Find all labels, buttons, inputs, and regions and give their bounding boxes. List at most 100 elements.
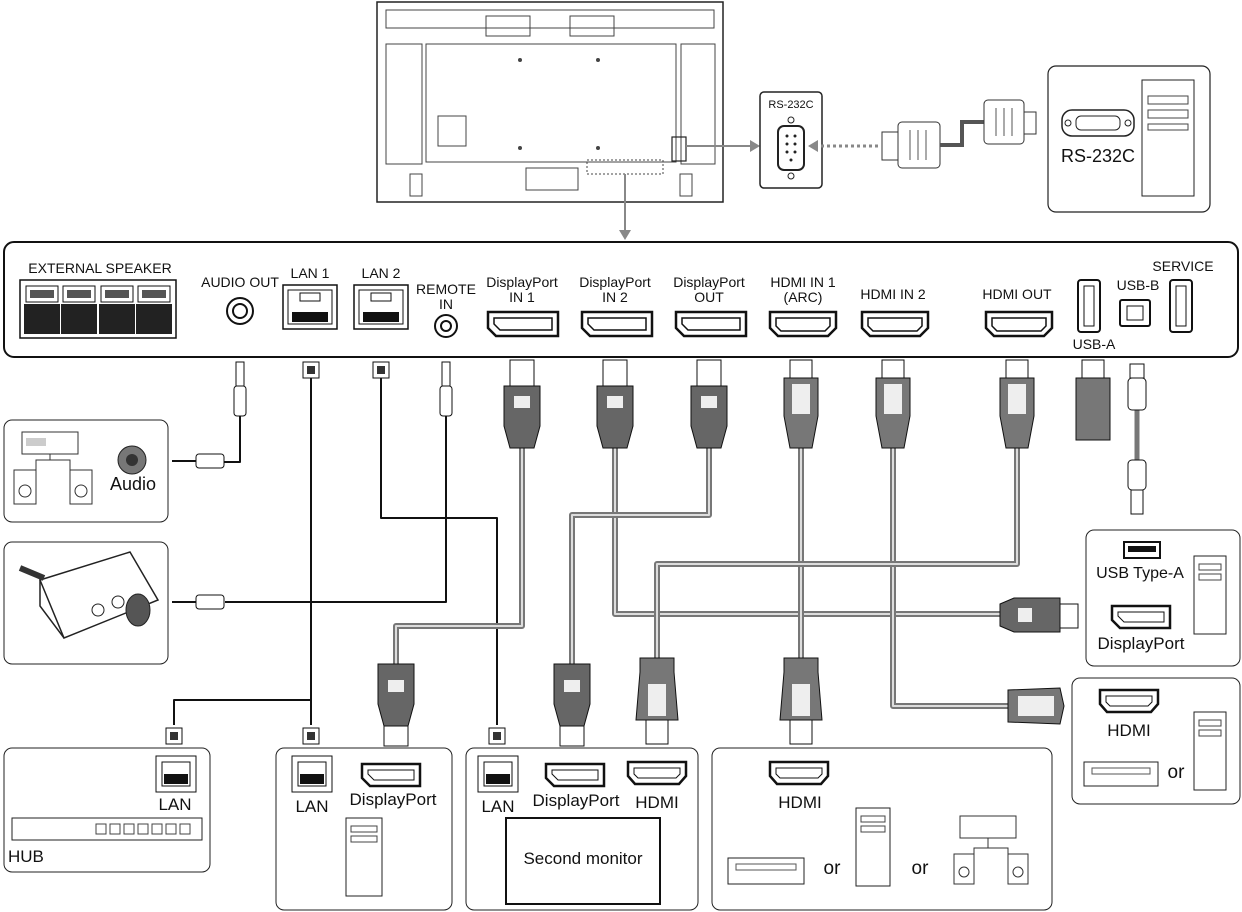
lan2-plug-icon bbox=[372, 361, 390, 379]
remote-in-cable bbox=[225, 415, 447, 603]
label-audio-out: AUDIO OUT bbox=[201, 274, 279, 290]
hdmi-source-player-icon bbox=[1083, 761, 1159, 787]
label-dp-out-line1: DisplayPort bbox=[673, 274, 745, 290]
hdmi-source-pc-tower-icon bbox=[1193, 711, 1227, 791]
audio-out-cable bbox=[224, 415, 241, 463]
audio-out-jack-icon bbox=[226, 297, 254, 325]
dp-in2-cable bbox=[612, 448, 1000, 617]
dp-out-cable bbox=[569, 448, 712, 664]
label-lan1: LAN 1 bbox=[291, 265, 330, 281]
label-remote-in-line1: REMOTE bbox=[416, 281, 476, 297]
label-dp-in2-line2: IN 2 bbox=[602, 289, 628, 305]
mon-hdmi-port-icon bbox=[626, 760, 688, 786]
lan1-plug-icon bbox=[302, 361, 320, 379]
remote-in-plug-icon bbox=[439, 361, 453, 417]
lan1-port-icon bbox=[282, 284, 338, 330]
pc1-dp-plug-icon bbox=[377, 663, 415, 747]
dp-out-port-icon bbox=[674, 310, 748, 338]
mon-dp-label: DisplayPort bbox=[533, 791, 620, 810]
mon-dp-plug-icon bbox=[553, 663, 591, 747]
usb-type-a-port-icon bbox=[1123, 541, 1161, 559]
audio-out-plug-icon bbox=[233, 361, 247, 417]
rs232-dotted-arrow bbox=[808, 140, 818, 152]
pc1-tower-icon bbox=[345, 817, 383, 897]
pc1-dp-port-icon bbox=[360, 762, 422, 788]
usb-b-plug-icon bbox=[1127, 363, 1147, 411]
pc-dp-device-box: LAN DisplayPort bbox=[275, 727, 453, 911]
label-dp-out-line2: OUT bbox=[694, 289, 724, 305]
or-label-1: or bbox=[824, 858, 842, 879]
or-label-3: or bbox=[1168, 762, 1186, 783]
hdmi-in1-plug-icon bbox=[783, 359, 819, 449]
usb-a-cable-plug-icon bbox=[1127, 459, 1147, 515]
dp-in1-cable bbox=[393, 448, 525, 664]
hub-label: HUB bbox=[8, 847, 44, 866]
label-usb-b: USB-B bbox=[1117, 277, 1160, 293]
label-dp-in2-line1: DisplayPort bbox=[579, 274, 651, 290]
hdmi-in2-port-icon bbox=[860, 310, 930, 338]
audio-device-box: Audio bbox=[3, 419, 225, 523]
second-monitor-box: LAN DisplayPort HDMI Second monitor bbox=[465, 727, 699, 911]
second-monitor-label: Second monitor bbox=[523, 849, 642, 868]
mon-hdmi-plug-icon bbox=[635, 657, 679, 745]
second-monitor-screen bbox=[505, 817, 661, 905]
right-hdmi-plug-icon bbox=[1007, 687, 1065, 725]
rs232c-port-box: RS-232C bbox=[759, 91, 823, 189]
amplifier-icon bbox=[953, 815, 1029, 885]
label-dp-in1-line2: IN 1 bbox=[509, 289, 535, 305]
label-remote-in-line2: IN bbox=[439, 296, 453, 312]
player-hdmi-plug-icon bbox=[779, 657, 823, 745]
label-hdmi-in1-line1: HDMI IN 1 bbox=[770, 274, 836, 290]
label-hdmi-out: HDMI OUT bbox=[982, 286, 1052, 302]
dp-in2-plug-icon bbox=[596, 359, 634, 449]
mon-hdmi-label: HDMI bbox=[635, 793, 678, 812]
media-player-icon bbox=[727, 857, 805, 885]
hdmi-source-port-icon bbox=[1098, 688, 1160, 714]
rs232c-pc-label: RS-232C bbox=[1061, 146, 1135, 166]
player-hdmi-port-icon bbox=[768, 760, 830, 786]
audio-label: Audio bbox=[110, 474, 156, 494]
pc1-lan-label: LAN bbox=[295, 797, 328, 816]
player-hdmi-label: HDMI bbox=[778, 793, 821, 812]
lan1-hub-cable bbox=[173, 378, 312, 725]
dp-out-plug-icon bbox=[690, 359, 728, 449]
pc-tower-icon bbox=[855, 807, 891, 887]
lan2-cable bbox=[380, 378, 498, 725]
dp-in1-port-icon bbox=[486, 310, 560, 338]
label-usb-a: USB-A bbox=[1073, 336, 1116, 352]
mon-dp-port-icon bbox=[544, 762, 606, 788]
pc1-dp-label: DisplayPort bbox=[350, 790, 437, 809]
mon-lan-port-icon bbox=[477, 755, 519, 793]
hub-device-box: LAN HUB bbox=[3, 727, 211, 873]
pc1-lan-port-icon bbox=[291, 755, 333, 793]
service-port-icon bbox=[1169, 279, 1193, 333]
hdmi-source-label: HDMI bbox=[1107, 721, 1150, 740]
hdmi-out-port-icon bbox=[984, 310, 1054, 338]
dp-in2-port-icon bbox=[580, 310, 654, 338]
monitor-rear-view bbox=[376, 1, 724, 203]
usb-b-port-icon bbox=[1119, 299, 1151, 327]
rs232-callout-arrow bbox=[750, 140, 760, 152]
panel-callout-arrow bbox=[619, 230, 631, 240]
usb-dp-source-box: USB Type-A DisplayPort bbox=[1085, 529, 1241, 667]
hub-lan-label: LAN bbox=[158, 795, 191, 814]
rs232c-port-label: RS-232C bbox=[768, 99, 813, 111]
hdmi-in2-cable bbox=[890, 448, 1008, 709]
right-dp-plug-icon bbox=[999, 597, 1079, 633]
lan2-port-icon bbox=[353, 284, 409, 330]
usb-type-a-label: USB Type-A bbox=[1096, 565, 1184, 582]
rs232c-cable bbox=[881, 99, 1037, 169]
mon-lan-label: LAN bbox=[481, 797, 514, 816]
remote-in-jack-icon bbox=[434, 314, 458, 338]
usb-dp-label: DisplayPort bbox=[1098, 634, 1185, 653]
usb-dp-pc-tower-icon bbox=[1193, 555, 1227, 635]
hdmi-out-plug-icon bbox=[999, 359, 1035, 449]
usb-a-port-icon bbox=[1077, 279, 1101, 333]
label-hdmi-in1-line2: (ARC) bbox=[784, 289, 823, 305]
label-dp-in1-line1: DisplayPort bbox=[486, 274, 558, 290]
hdmi-source-box: HDMI or bbox=[1071, 677, 1241, 805]
remote-sensor-box bbox=[3, 541, 225, 665]
hub-lan-port-icon bbox=[155, 755, 197, 793]
usb-dp-port-icon bbox=[1110, 604, 1172, 630]
